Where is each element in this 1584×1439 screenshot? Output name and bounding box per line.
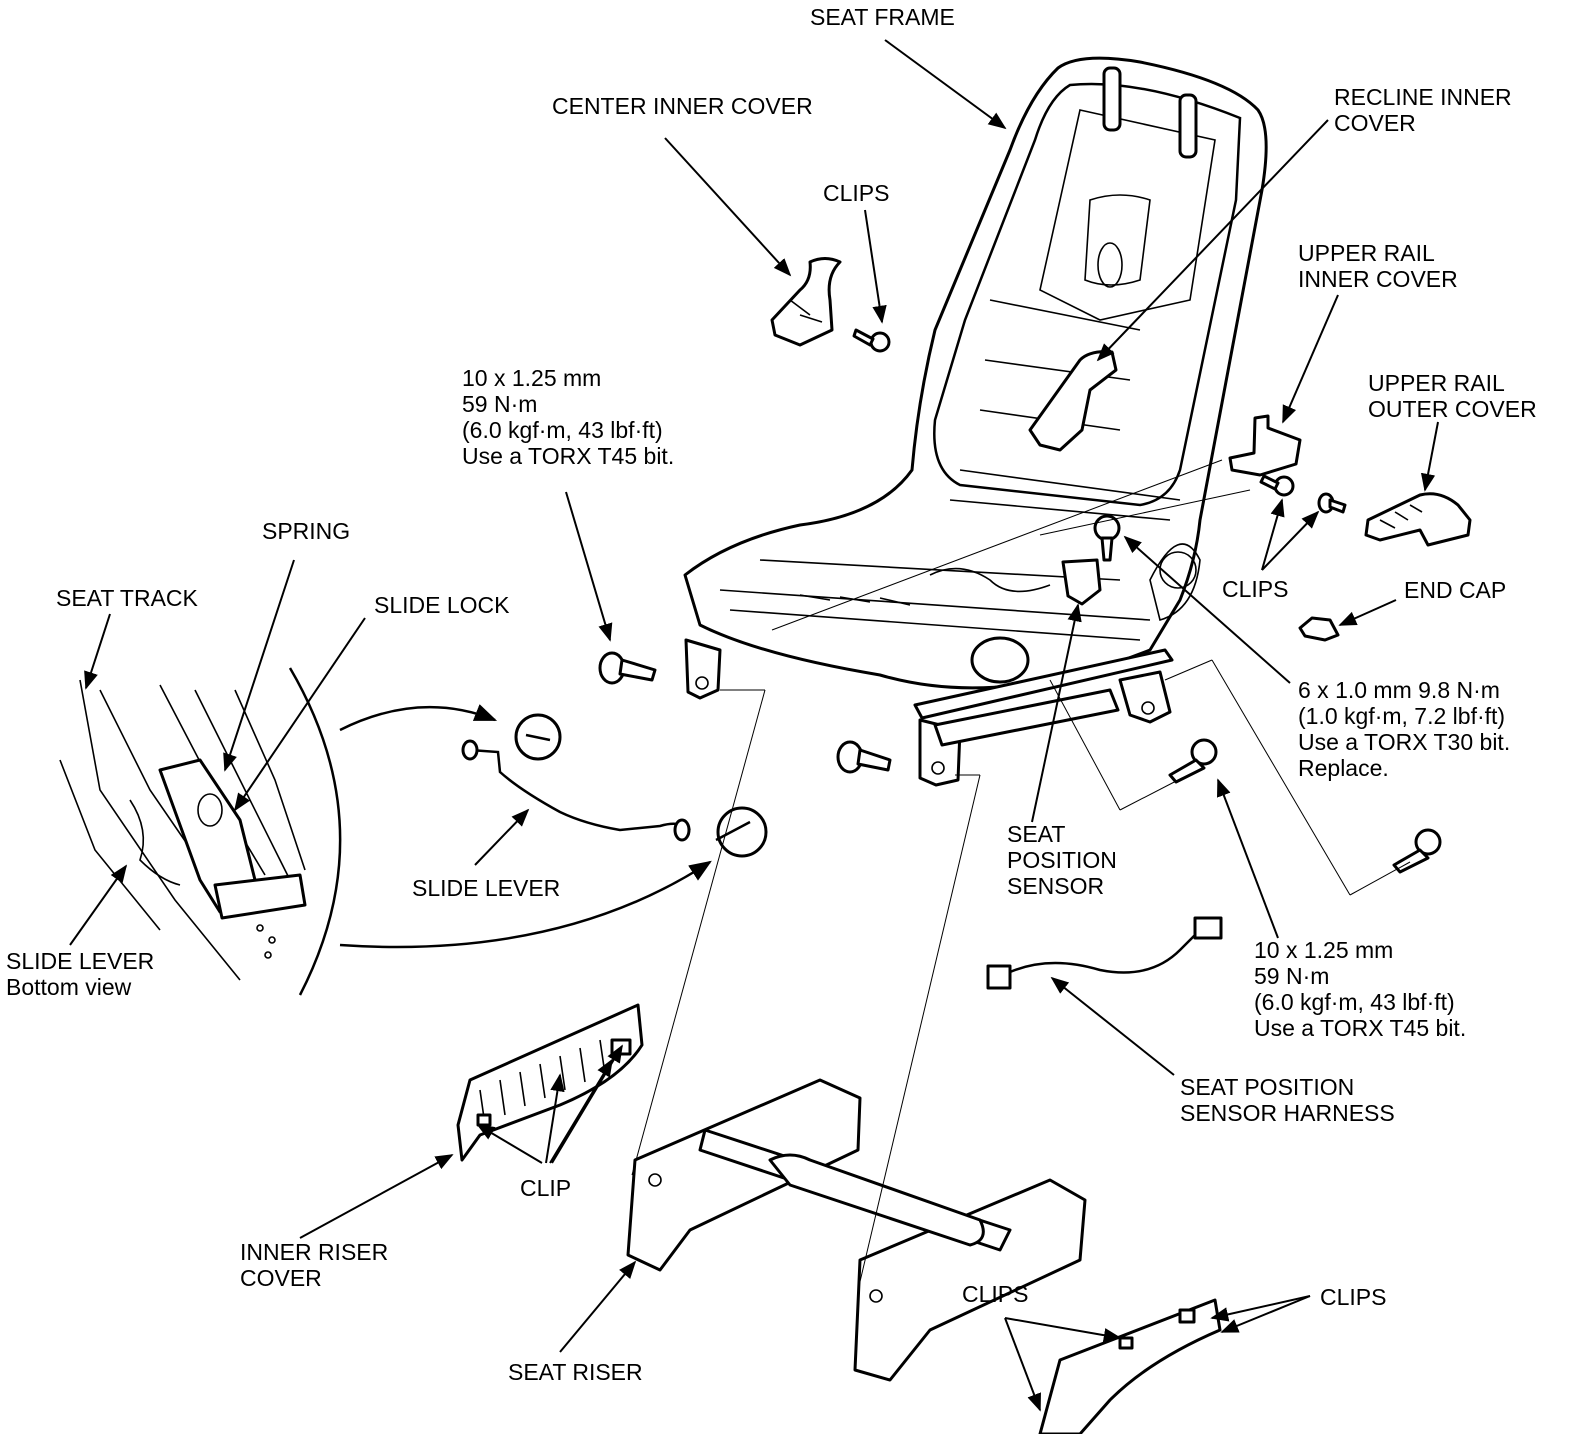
label-line: 10 x 1.25 mm [1254,937,1394,963]
label-line: OUTER COVER [1368,396,1537,422]
label-slide-lever: SLIDE LEVER [412,875,561,901]
end-cap-part [1298,616,1340,642]
label-clips-right: CLIPS [1222,576,1289,602]
label-line: (6.0 kgf·m, 43 lbf·ft) [1254,989,1455,1015]
bolt-middle [836,740,892,774]
label-upper-rail-inner-cover: UPPER RAIL INNER COVER [1298,240,1458,292]
label-slide-lock: SLIDE LOCK [374,592,510,618]
label-line: UPPER RAIL [1368,370,1505,396]
label-bolt-spec-left: 10 x 1.25 mm 59 N·m (6.0 kgf·m, 43 lbf·f… [462,365,674,469]
upper-rail-inner-cover-part [1228,414,1302,497]
label-line: SENSOR HARNESS [1180,1100,1395,1126]
label-seat-frame: SEAT FRAME [810,4,955,30]
label-line: RECLINE INNER [1334,84,1512,110]
leader-lines [69,39,1439,1412]
bolt-right-b [1392,828,1442,874]
label-line: Replace. [1298,755,1389,781]
label-line: INNER COVER [1298,266,1458,292]
center-inner-cover-part [770,257,842,347]
label-line: SEAT [1007,821,1066,847]
label-line: 10 x 1.25 mm [462,365,602,391]
label-bolt-spec-small: 6 x 1.0 mm 9.8 N·m (1.0 kgf·m, 7.2 lbf·f… [1298,677,1510,781]
label-seat-riser: SEAT RISER [508,1359,643,1385]
clip-top [852,328,891,353]
label-seat-position-sensor: SEAT POSITION SENSOR [1007,821,1117,899]
outer-riser-cover-part [1038,1298,1222,1436]
label-line: Use a TORX T45 bit. [462,443,675,469]
label-line: 6 x 1.0 mm 9.8 N·m [1298,677,1500,703]
label-clip: CLIP [520,1175,572,1201]
slide-lever-part [461,713,768,858]
label-line: COVER [1334,110,1416,136]
assembly-guide-lines [631,459,1411,1291]
label-line: SENSOR [1007,873,1105,899]
label-seat-track: SEAT TRACK [56,585,198,611]
label-line: SLIDE LEVER [6,948,155,974]
label-line: COVER [240,1265,322,1291]
label-clips-bottom-middle: CLIPS [962,1281,1029,1307]
label-line: Use a TORX T45 bit. [1254,1015,1467,1041]
label-line: SEAT POSITION [1180,1074,1355,1100]
label-upper-rail-outer-cover: UPPER RAIL OUTER COVER [1368,370,1537,422]
label-line: UPPER RAIL [1298,240,1435,266]
label-inner-riser-cover: INNER RISER COVER [240,1239,388,1291]
seat-riser-part [626,1078,1087,1382]
seat-frame-drawing [683,56,1268,787]
label-line: (1.0 kgf·m, 7.2 lbf·ft) [1298,703,1506,729]
label-recline-inner-cover: RECLINE INNER COVER [1334,84,1512,136]
label-end-cap: END CAP [1404,577,1507,603]
label-clips-bottom-right: CLIPS [1320,1284,1387,1310]
label-center-inner-cover: CENTER INNER COVER [552,93,813,119]
slide-lever-bottom-view [59,667,342,996]
label-clips-top: CLIPS [823,180,890,206]
label-line: POSITION [1007,847,1117,873]
label-bolt-spec-right: 10 x 1.25 mm 59 N·m (6.0 kgf·m, 43 lbf·f… [1254,937,1466,1041]
label-seat-position-sensor-harness: SEAT POSITION SENSOR HARNESS [1180,1074,1395,1126]
bolt-left [598,651,657,685]
label-line: INNER RISER [240,1239,389,1265]
label-line: (6.0 kgf·m, 43 lbf·ft) [462,417,663,443]
seat-position-sensor-harness-part [986,916,1223,990]
label-slide-lever-bottom-view: SLIDE LEVER Bottom view [6,948,154,1000]
bolt-right-a [1168,738,1218,784]
label-line: Bottom view [6,974,132,1000]
inner-riser-cover-part [456,1003,644,1162]
label-line: Use a TORX T30 bit. [1298,729,1511,755]
label-spring: SPRING [262,518,351,544]
label-line: 59 N·m [1254,963,1330,989]
upper-rail-outer-cover-part [1317,492,1472,547]
label-line: 59 N·m [462,391,538,417]
